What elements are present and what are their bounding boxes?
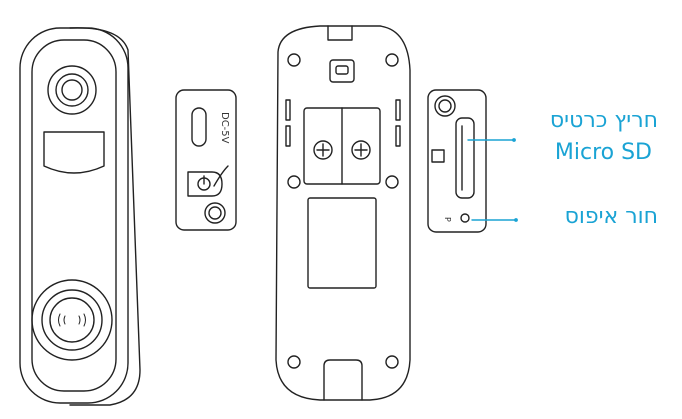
reset-marker: P	[443, 217, 452, 222]
terminal-screw-icon	[313, 140, 371, 160]
camera-lens-icon	[47, 65, 97, 115]
sd-slot-label-line2: Micro SD	[554, 140, 652, 165]
sd-slot	[455, 117, 475, 199]
doorbell-button-icon	[31, 279, 113, 361]
callout-lines	[467, 138, 518, 222]
sd-card-icon	[431, 149, 445, 163]
sd-reset-panel: P	[427, 89, 487, 233]
sd-slot-label-line1: חריץ כרטיס	[549, 108, 658, 133]
doorbell-back-view	[275, 25, 411, 401]
power-port-label: DC-5V	[219, 112, 230, 144]
reset-hole-label: חור איפוס	[564, 204, 658, 229]
doorbell-front-view	[19, 27, 141, 406]
power-port-panel	[175, 89, 237, 231]
reset-hole	[460, 213, 470, 223]
usb-port	[191, 107, 207, 147]
power-button-icon	[187, 165, 229, 197]
sensor-window	[43, 131, 105, 174]
